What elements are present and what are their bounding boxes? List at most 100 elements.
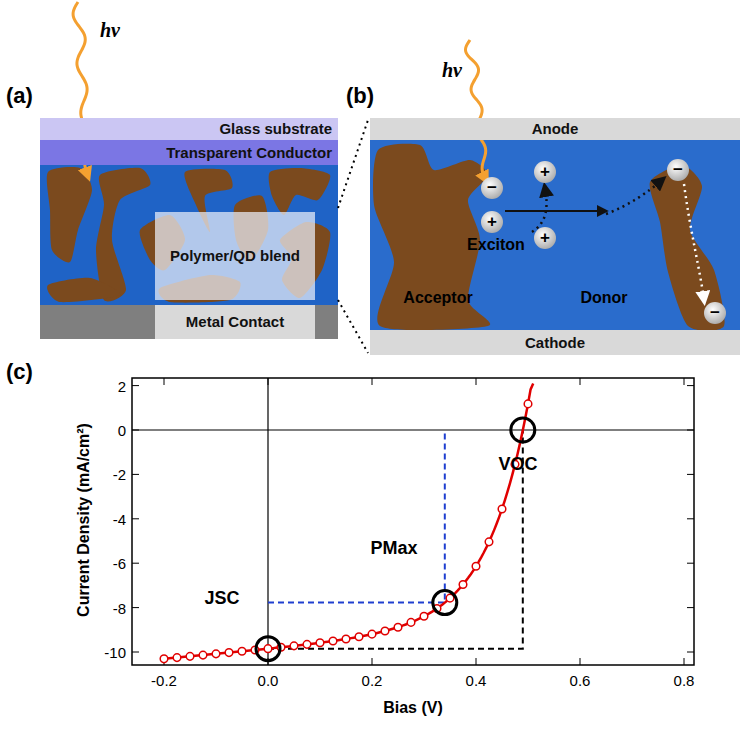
data-point xyxy=(524,400,532,408)
charge-sign: + xyxy=(540,228,550,248)
tick-label: 0.8 xyxy=(674,672,695,689)
data-point xyxy=(186,653,194,661)
layer-label: Polymer/QD blend xyxy=(170,247,300,264)
region-label: Acceptor xyxy=(403,289,472,307)
data-point xyxy=(173,654,181,662)
tick-label: 0.0 xyxy=(258,672,279,689)
zoom-line xyxy=(338,300,368,353)
layer-label: Anode xyxy=(532,120,579,137)
layer-label: Transparent Conductor xyxy=(166,144,332,161)
zoom-blend xyxy=(370,140,740,330)
region-label: Donor xyxy=(580,289,627,307)
jv-chart xyxy=(132,378,694,665)
photon-wave xyxy=(465,40,486,180)
charge-sign: + xyxy=(487,212,497,232)
transfer-arrow xyxy=(505,210,604,212)
tick-label: 0 xyxy=(118,422,126,439)
tick-mark xyxy=(372,658,373,665)
point-label: JSC xyxy=(204,588,239,609)
electron xyxy=(667,159,689,181)
charge-sign: − xyxy=(673,160,683,180)
axis-title: Bias (V) xyxy=(383,699,443,717)
tick-mark xyxy=(684,658,685,665)
tick-mark xyxy=(132,430,139,431)
hole xyxy=(534,227,556,249)
key-point-ring xyxy=(256,637,280,661)
tick-label: -10 xyxy=(104,644,126,661)
plot-frame xyxy=(132,378,694,665)
exciton-label: Exciton xyxy=(467,236,525,254)
tick-label: -6 xyxy=(113,555,126,572)
tick-mark xyxy=(687,652,694,653)
zoom-line xyxy=(338,120,368,208)
data-point xyxy=(381,627,389,635)
data-point xyxy=(368,630,376,638)
charge-sign: − xyxy=(710,303,720,323)
data-point xyxy=(264,645,272,653)
hole-path xyxy=(532,188,547,232)
zero-axis xyxy=(267,378,268,665)
electron xyxy=(704,302,726,324)
tick-mark xyxy=(580,378,581,385)
tick-mark xyxy=(687,385,694,386)
max-rectangle xyxy=(268,430,523,649)
jv-curve xyxy=(164,383,533,658)
data-point xyxy=(498,505,506,513)
tick-label: -4 xyxy=(113,510,126,527)
metal-layer xyxy=(40,305,338,339)
data-point xyxy=(459,581,467,589)
key-point-ring xyxy=(433,591,457,615)
layer-band: Transparent Conductor xyxy=(40,140,338,165)
axis-title: Current Density (mA/cm²) xyxy=(75,423,93,617)
tick-label: 0.6 xyxy=(570,672,591,689)
tick-label: 0.4 xyxy=(466,672,487,689)
tick-mark xyxy=(132,385,139,386)
data-point xyxy=(485,538,493,546)
tick-mark xyxy=(687,430,694,431)
acceptor-domains xyxy=(47,144,725,331)
data-point xyxy=(225,649,233,657)
data-point xyxy=(238,648,246,656)
data-point xyxy=(355,633,363,641)
tick-mark xyxy=(164,378,165,385)
tick-mark xyxy=(268,378,269,385)
layer-band: Cathode xyxy=(370,330,740,355)
data-point xyxy=(420,613,428,621)
tick-mark xyxy=(132,607,139,608)
zero-axis xyxy=(132,429,694,430)
tick-mark xyxy=(687,607,694,608)
layer-label: Cathode xyxy=(525,334,585,351)
layer-band: Anode xyxy=(370,118,740,140)
pmax-rectangle xyxy=(268,430,445,603)
tick-mark xyxy=(580,658,581,665)
layer-label: Metal Contact xyxy=(186,313,284,330)
tick-label: -8 xyxy=(113,599,126,616)
key-point-ring xyxy=(511,418,535,442)
data-point xyxy=(342,635,350,643)
panel-letter: (b) xyxy=(346,83,374,109)
data-point xyxy=(316,639,324,647)
tick-mark xyxy=(684,378,685,385)
panel-letter: (a) xyxy=(6,83,33,109)
tick-label: 2 xyxy=(118,377,126,394)
hole xyxy=(534,161,556,183)
acceptor-blob xyxy=(269,168,331,215)
zoom-box: Polymer/QD blend xyxy=(155,212,315,300)
electron-path xyxy=(606,180,662,214)
acceptor-blob xyxy=(47,167,92,262)
point-label: VOC xyxy=(498,454,537,475)
data-point xyxy=(212,650,220,658)
layer-band: Metal Contact xyxy=(155,305,315,339)
hole xyxy=(481,211,503,233)
tick-label: -0.2 xyxy=(151,672,177,689)
data-point xyxy=(303,641,311,649)
charge-paths xyxy=(505,180,704,300)
tick-mark xyxy=(687,518,694,519)
data-point xyxy=(199,651,207,659)
data-point xyxy=(394,623,402,631)
tick-mark xyxy=(687,474,694,475)
tick-mark xyxy=(132,518,139,519)
layer-band: Glass substrate xyxy=(40,118,338,140)
